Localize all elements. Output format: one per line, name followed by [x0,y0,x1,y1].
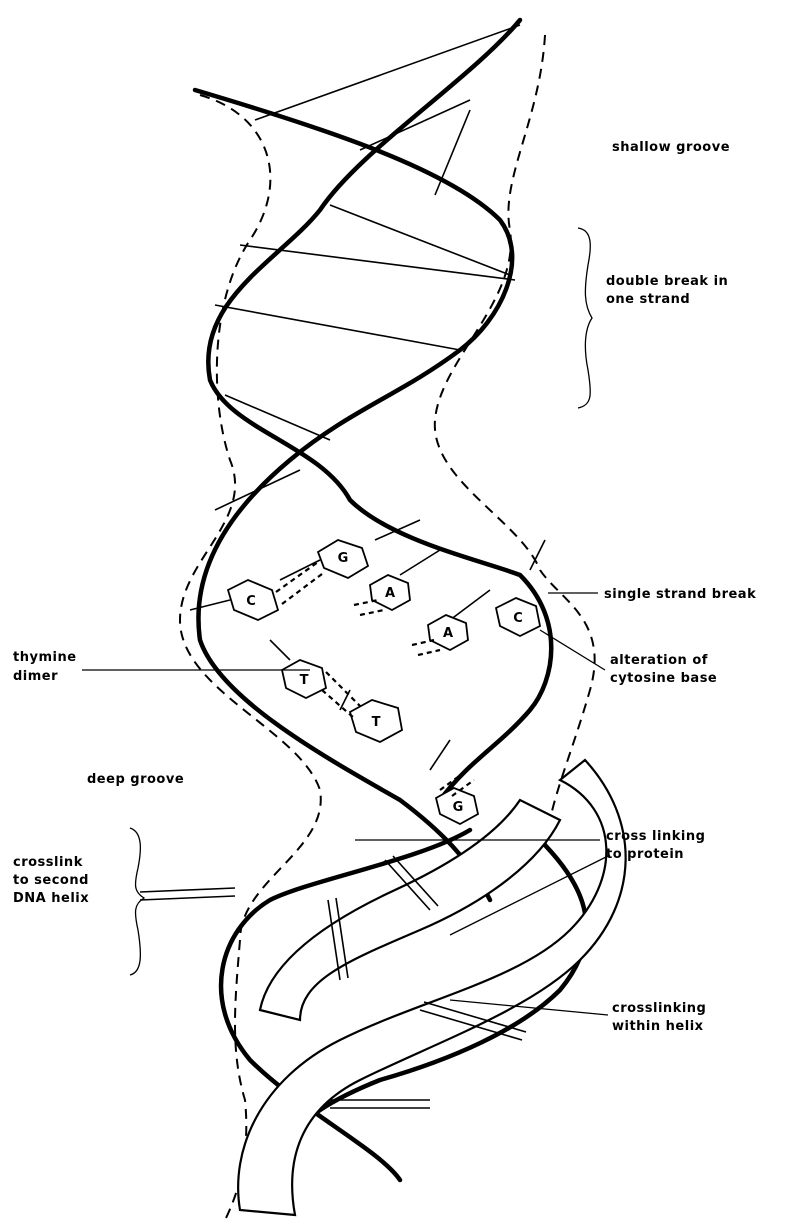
svg-text:A: A [385,586,395,601]
rung [360,100,470,150]
label-crosslink-second-3: DNA helix [13,891,89,906]
label-alteration-1: alteration of [610,653,708,668]
base-a1: A [370,575,410,610]
label-cross-protein-1: cross linking [606,829,705,844]
svg-text:G: G [453,800,464,815]
brace-crosslink [130,828,144,975]
backbone-strand-a [195,90,512,900]
label-crosslinking-within-1: crosslinking [612,1001,706,1016]
svg-text:T: T [372,715,381,730]
svg-text:G: G [338,551,349,566]
rung [435,110,470,195]
base-t1: T [282,660,326,698]
rung [255,25,520,120]
svg-text:A: A [443,626,453,641]
label-deep-groove: deep groove [87,772,184,787]
label-crosslink-second-2: to second [13,873,89,888]
rung [430,740,450,770]
label-crosslink-second-1: crosslink [13,855,83,870]
base-c1: C [228,580,278,620]
label-shallow-groove: shallow groove [612,140,730,155]
label-double-break-1: double break in [606,274,728,289]
svg-text:C: C [246,594,256,609]
label-single-strand-break: single strand break [604,587,756,602]
base-t2: T [350,700,402,742]
rung [450,590,490,620]
rung [400,550,440,575]
envelope-left [180,95,321,1220]
base-g1: G [318,540,368,578]
svg-text:C: C [513,611,523,626]
label-thymine-2: dimer [13,669,58,684]
rung [330,205,510,275]
rung [270,640,290,660]
label-alteration-2: cytosine base [610,671,717,686]
label-crosslinking-within-2: within helix [612,1019,704,1034]
base-a2: A [428,615,468,650]
rung [190,600,230,610]
rung [240,245,515,280]
rung [215,305,460,350]
base-c2: C [496,598,540,636]
label-double-break-2: one strand [606,292,690,307]
rung [280,560,320,580]
label-thymine-1: thymine [13,650,77,665]
rung [530,540,545,570]
rung [215,470,300,510]
label-cross-protein-2: to protein [606,847,684,862]
svg-text:T: T [300,673,309,688]
brace-double-break [578,228,592,408]
